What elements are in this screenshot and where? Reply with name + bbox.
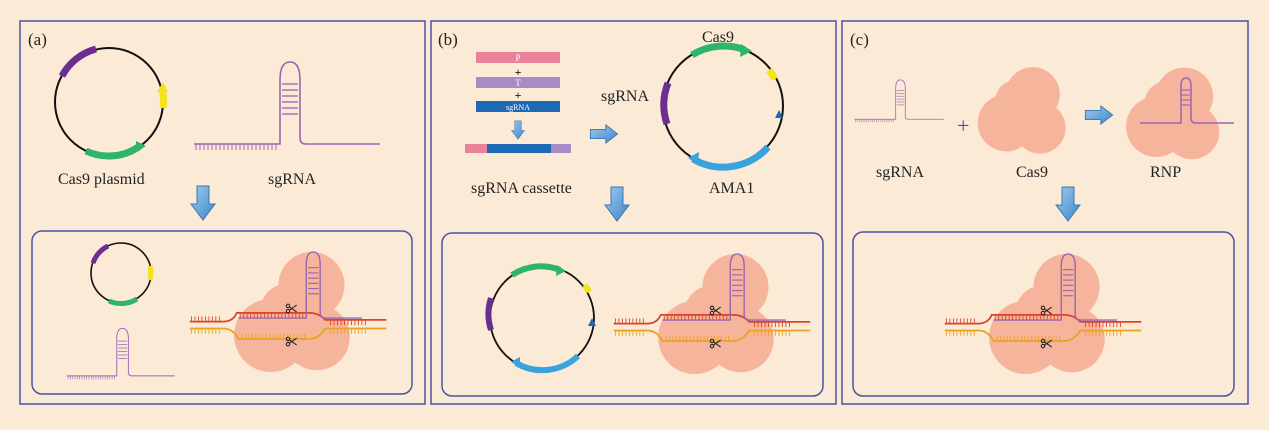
cassette-plus-1: + [515,65,522,79]
cassette-label: sgRNA cassette [471,180,572,197]
cassette-part-t: T [515,78,521,88]
rnp-label: RNP [1150,164,1181,181]
assembled-cassette [465,144,571,153]
panel-a-label: (a) [28,30,47,49]
sgrna-label-b: sgRNA [601,88,649,105]
ama1-label: AMA1 [709,180,754,197]
cassette-part-sgrna: sgRNA [506,103,530,112]
plasmid-icon [54,45,168,160]
cassette-stack: P + T + sgRNA [476,52,560,112]
rnp-complex-icon [1126,67,1234,160]
panel-b-label: (b) [438,30,458,49]
cassette-plus-2: + [515,88,522,102]
result-box-a [31,230,413,395]
ama1-plasmid-icon [660,42,784,171]
cas9-label-c: Cas9 [1016,164,1048,181]
cassette-part-p: P [515,53,520,63]
small-plasmid-icon [90,242,154,307]
sgrna-label-a: sgRNA [268,171,316,188]
sgrna-label-c: sgRNA [876,164,924,181]
plus-sign: + [957,113,969,138]
panel-c-label: (c) [850,30,869,49]
ama1-plasmid-result-icon [485,263,596,374]
plasmid-label: Cas9 plasmid [58,171,145,188]
result-box-b [441,232,824,397]
cas9-label-b: Cas9 [702,29,734,46]
